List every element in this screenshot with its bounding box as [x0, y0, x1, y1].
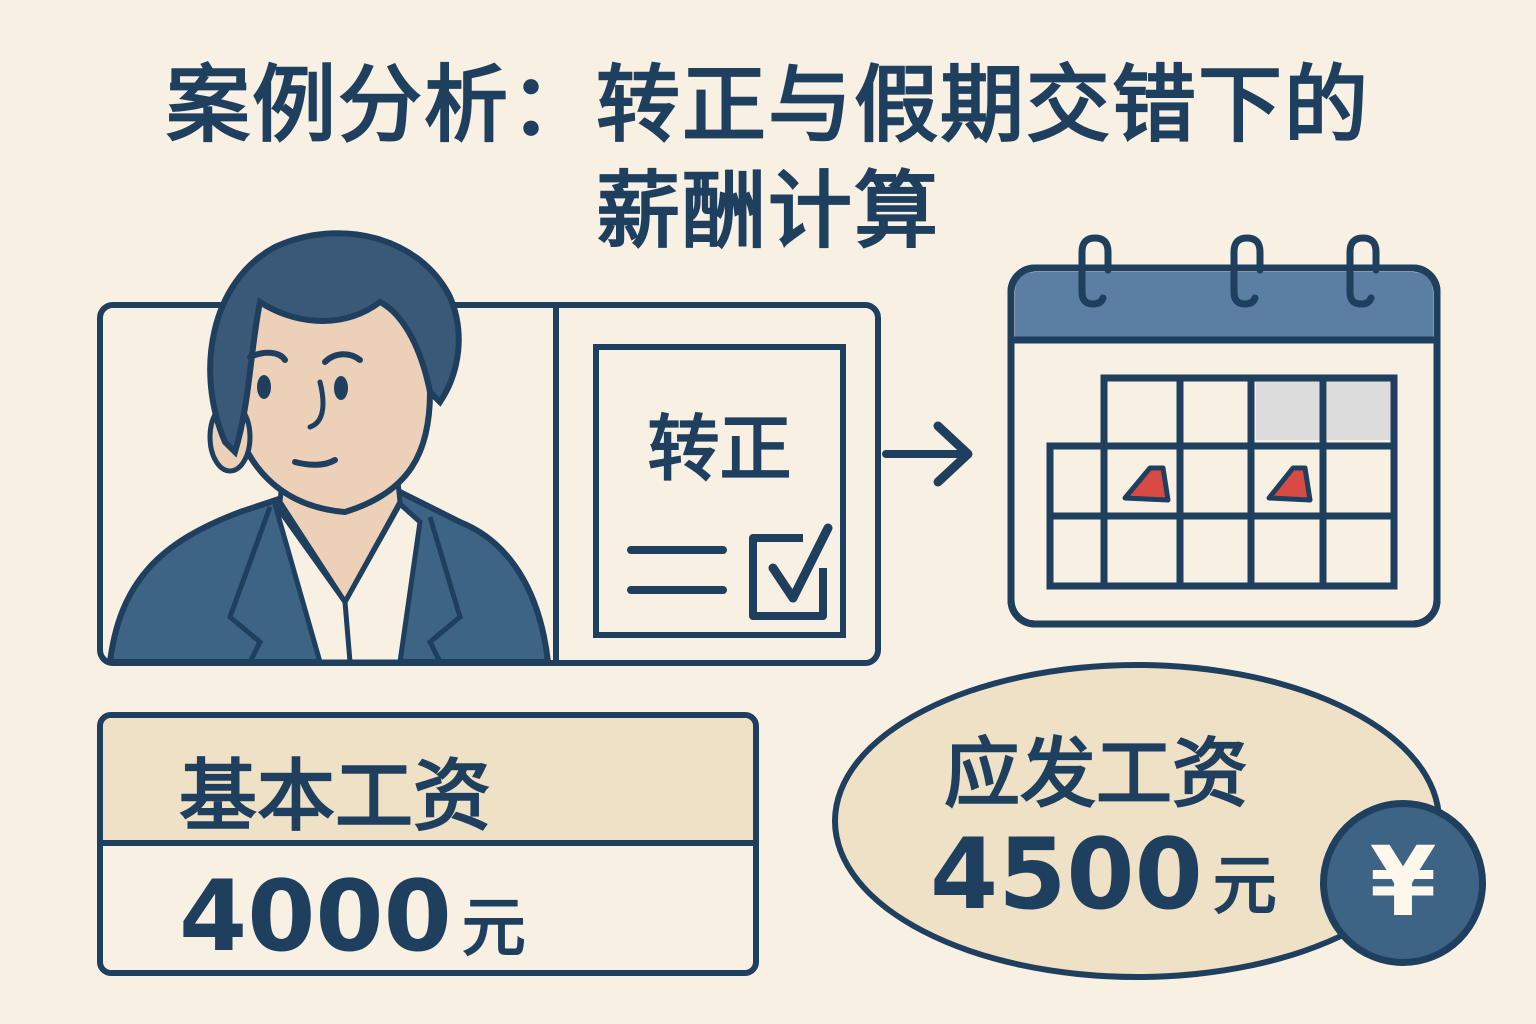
payable-salary-unit: 元	[1212, 850, 1277, 924]
base-salary-unit: 元	[461, 892, 526, 966]
payable-salary-label: 应发工资	[944, 729, 1248, 818]
title-line-2: 薪酬计算	[595, 162, 940, 260]
title-line-1: 案例分析：转正与假期交错下的	[165, 56, 1370, 154]
base-salary-label: 基本工资	[179, 752, 492, 842]
calendar-icon	[1007, 234, 1441, 628]
probation-document: 转正	[593, 344, 846, 638]
yen-coin-icon: ¥	[1320, 800, 1486, 966]
card-divider	[553, 306, 559, 662]
person-avatar-icon	[106, 230, 552, 664]
calendar-marker	[1122, 465, 1171, 503]
checkbox-checked-icon	[627, 523, 833, 620]
base-salary-amount: 4000	[179, 860, 452, 974]
probation-label: 转正	[647, 407, 792, 491]
calendar-marker	[1266, 465, 1313, 503]
arrow-right-icon	[882, 421, 973, 487]
payable-salary-amount: 4500	[930, 818, 1203, 932]
page-title: 案例分析：转正与假期交错下的 薪酬计算	[0, 52, 1536, 264]
base-salary-header: 基本工资	[103, 718, 753, 846]
